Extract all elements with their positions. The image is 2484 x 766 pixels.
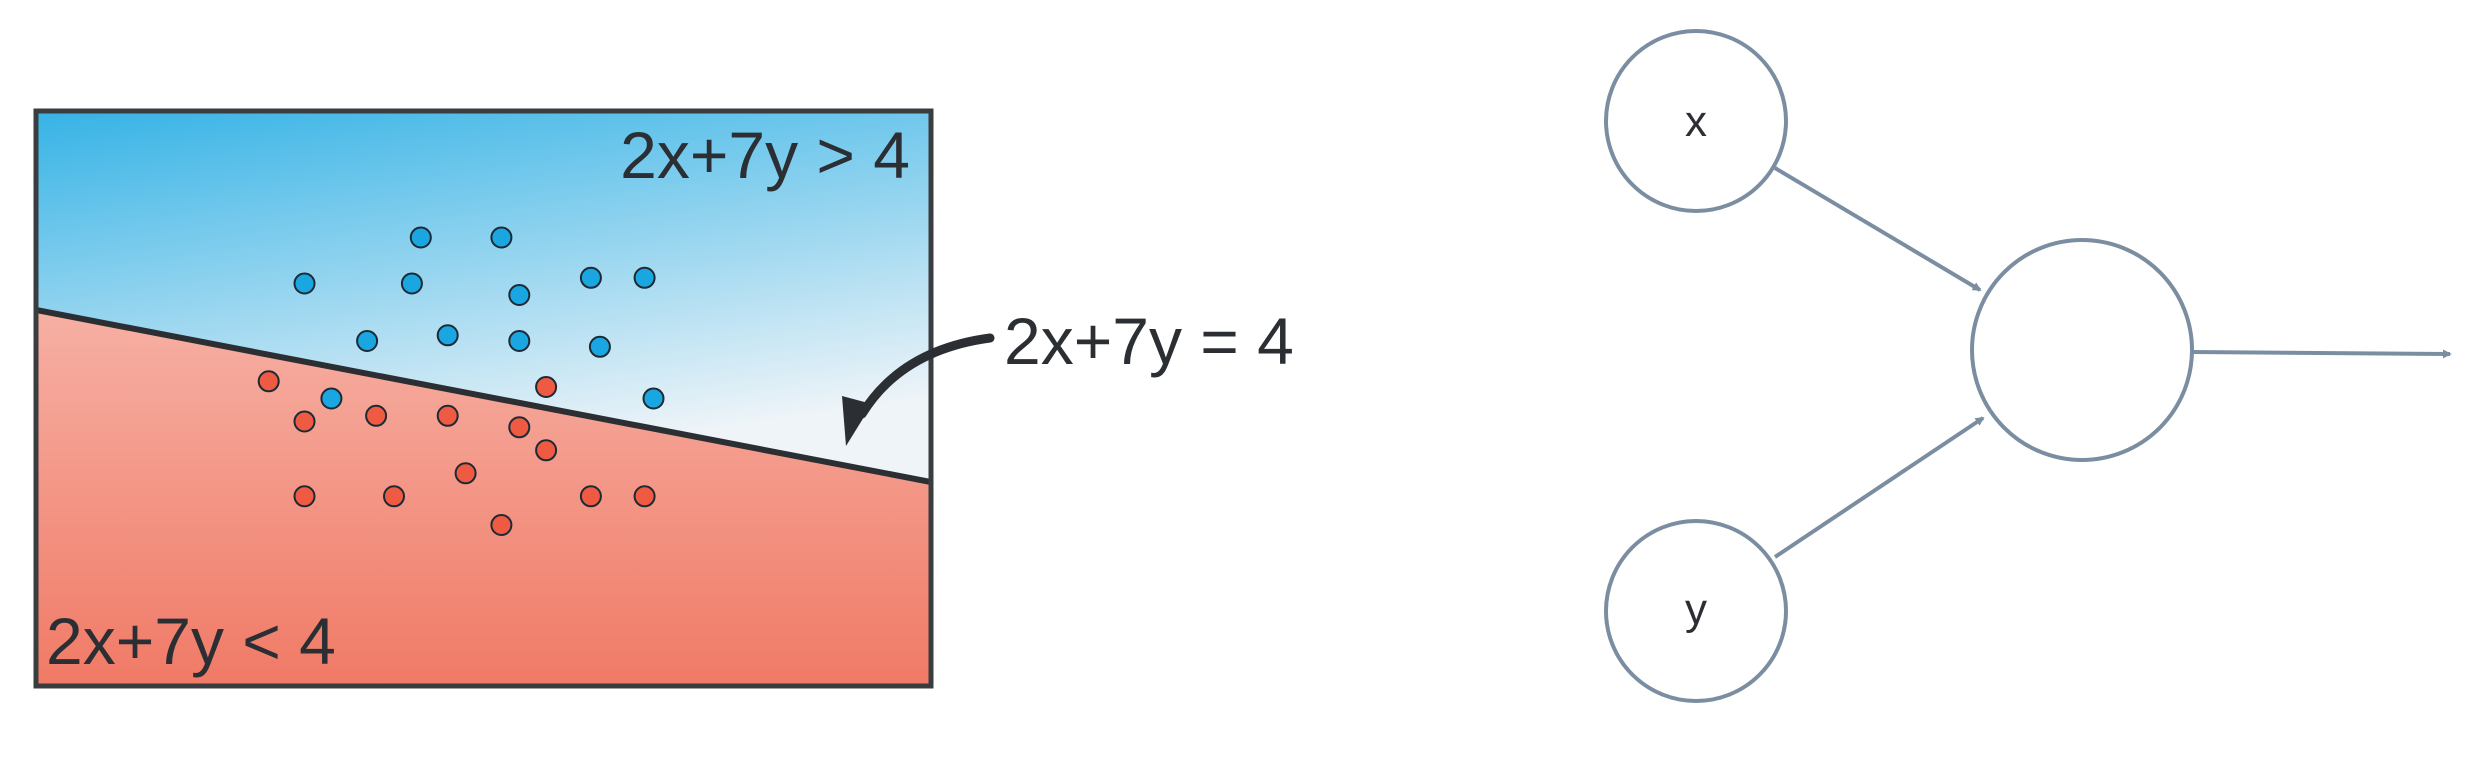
blue-point-1 (293, 272, 316, 295)
red-point-1 (257, 370, 280, 393)
blue-point-5 (508, 284, 531, 306)
blue-point-13 (642, 387, 665, 410)
red-point-4 (436, 404, 459, 427)
blue-point-3 (490, 226, 513, 249)
boundary-equation-label: 2x+7y = 4 (1004, 304, 1294, 378)
blue-point-7 (633, 266, 656, 289)
upper-region-label: 2x+7y > 4 (620, 118, 910, 192)
neuron-node (1970, 238, 2194, 462)
edge-neuron-output (2190, 349, 2452, 359)
blue-point-10 (508, 330, 531, 352)
curved-arrow-head-icon (842, 396, 872, 446)
red-point-13 (633, 485, 656, 508)
red-point-6 (508, 416, 531, 439)
input-node-y-label: y (1685, 585, 1707, 634)
input-node-x-label: x (1685, 97, 1707, 146)
decision-boundary-line (36, 307, 931, 485)
perceptron-diagram: x y (1604, 29, 2452, 703)
red-point-9 (383, 485, 405, 508)
red-point-10 (454, 462, 477, 485)
classification-plot: 2x+7y > 4 2x+7y < 4 (33, 108, 934, 689)
edge-x-to-neuron (1773, 166, 1982, 292)
blue-point-9 (436, 324, 459, 347)
blue-point-4 (400, 272, 423, 295)
upper-region (36, 111, 931, 482)
lower-region (36, 310, 931, 686)
input-node-x (1604, 29, 1788, 213)
red-point-8 (293, 485, 316, 508)
blue-point-11 (588, 335, 611, 358)
red-point-12 (579, 485, 602, 508)
boundary-callout: 2x+7y = 4 (842, 304, 1294, 446)
red-point-5 (535, 376, 558, 398)
red-point-3 (365, 404, 388, 427)
red-point-7 (535, 439, 558, 462)
plot-frame (33, 108, 934, 689)
lower-region-label: 2x+7y < 4 (46, 604, 336, 678)
input-node-y (1604, 519, 1788, 703)
blue-point-8 (356, 330, 379, 352)
curved-arrow-icon (857, 333, 995, 419)
red-point-11 (490, 514, 513, 536)
blue-point-12 (320, 387, 343, 410)
data-points (257, 226, 665, 536)
edge-y-to-neuron (1773, 416, 1985, 559)
blue-point-6 (579, 266, 602, 289)
blue-point-2 (409, 226, 432, 249)
red-point-2 (293, 410, 316, 433)
